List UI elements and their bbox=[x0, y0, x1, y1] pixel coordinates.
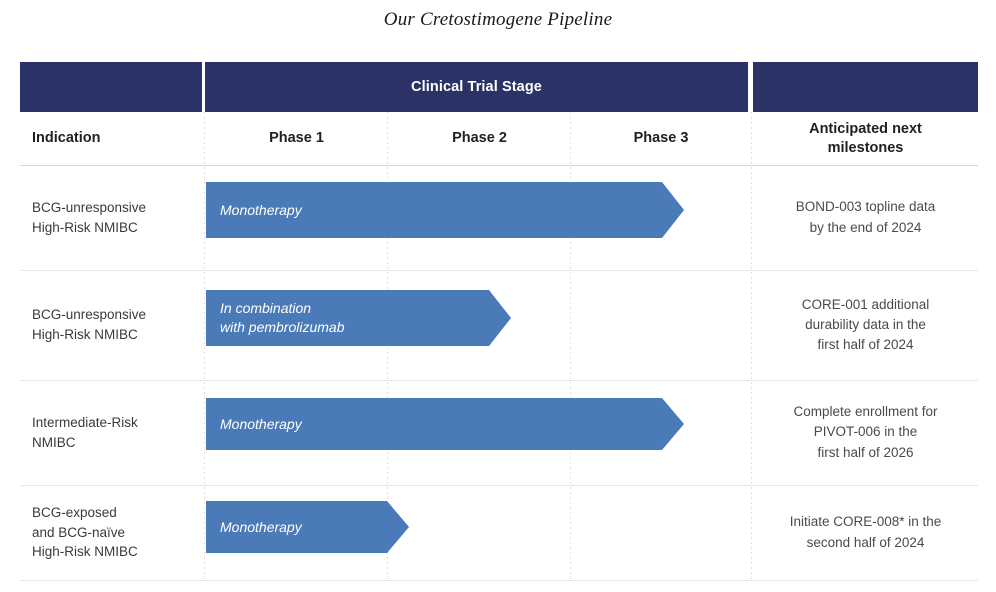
table-row: Intermediate-Risk NMIBC Monotherapy Comp… bbox=[20, 380, 978, 486]
clinical-trial-stage-label: Clinical Trial Stage bbox=[411, 79, 542, 95]
column-header-phase-1: Phase 1 bbox=[269, 130, 324, 147]
page-title: Our Cretostimogene Pipeline bbox=[383, 9, 613, 30]
milestones-header-text: Anticipated next milestones bbox=[809, 121, 922, 156]
column-divider-phase-2 bbox=[570, 112, 571, 580]
phase-bar-arrow: Monotherapy bbox=[206, 398, 684, 450]
phase-bar-label: Monotherapy bbox=[220, 518, 302, 535]
row-indication: Intermediate-Risk NMIBC bbox=[32, 414, 138, 450]
table-row: BCG-exposed and BCG-naïve High-Risk NMIB… bbox=[20, 485, 978, 581]
column-divider-phase-3 bbox=[751, 112, 752, 580]
table-header-band: Clinical Trial Stage bbox=[20, 62, 978, 112]
column-header-phase-3: Phase 3 bbox=[633, 130, 689, 147]
row-milestone: Complete enrollment for PIVOT-006 in the… bbox=[793, 404, 938, 460]
row-milestone: Initiate CORE-008* in the second half of… bbox=[789, 514, 942, 550]
phase-bar-label: Monotherapy bbox=[220, 201, 302, 218]
phase-bar-arrow: Monotherapy bbox=[206, 501, 409, 553]
phase-bar-label: In combination with pembrolizumab bbox=[220, 300, 345, 335]
row-indication: BCG-unresponsive High-Risk NMIBC bbox=[32, 307, 147, 342]
phase-bar-arrow: Monotherapy bbox=[206, 182, 684, 238]
row-milestone: BOND-003 topline data by the end of 2024 bbox=[795, 199, 936, 235]
table-subheader: Indication Phase 1 Phase 2 Phase 3 Antic… bbox=[20, 112, 978, 166]
table-row: BCG-unresponsive High-Risk NMIBC Monothe… bbox=[20, 165, 978, 271]
phase-bar-arrow: In combination with pembrolizumab bbox=[206, 290, 511, 346]
header-cell-clinical-trial-stage: Clinical Trial Stage bbox=[205, 62, 748, 112]
row-indication: BCG-exposed and BCG-naïve High-Risk NMIB… bbox=[32, 505, 138, 560]
row-indication: BCG-unresponsive High-Risk NMIBC bbox=[32, 199, 147, 235]
header-cell-blank bbox=[20, 62, 202, 112]
header-cell-milestones-blank bbox=[753, 62, 978, 112]
column-header-phase-2: Phase 2 bbox=[452, 130, 507, 147]
column-header-anticipated-next-milestones: Anticipated next milestones bbox=[753, 112, 978, 165]
phase-bar-label: Monotherapy bbox=[220, 415, 302, 432]
row-milestone: CORE-001 additional durability data in t… bbox=[801, 296, 930, 353]
column-divider-indication bbox=[204, 112, 205, 580]
column-header-indication: Indication bbox=[32, 130, 101, 147]
table-row: BCG-unresponsive High-Risk NMIBC In comb… bbox=[20, 270, 978, 381]
column-divider-phase-1 bbox=[387, 112, 388, 580]
pipeline-table: Clinical Trial Stage Indication Phase 1 … bbox=[20, 62, 978, 581]
